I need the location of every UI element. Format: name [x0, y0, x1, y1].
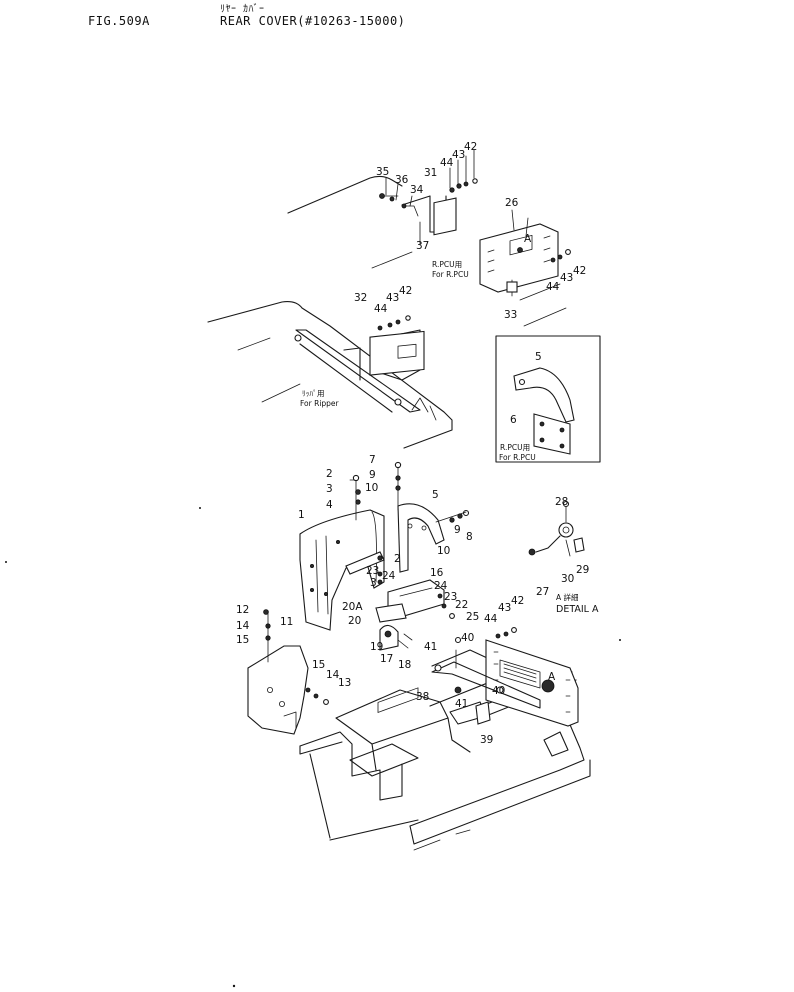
callout-41: 41 [424, 641, 437, 653]
callout-28: 28 [555, 496, 568, 508]
annotation-notes: R.PCU用 For R.PCU ﾘｯﾊﾟ用 For Ripper R.PCU用… [300, 233, 599, 683]
callout-40: 40 [492, 685, 505, 697]
title-japanese: ﾘﾔｰ ｶﾊﾞｰ [220, 4, 265, 15]
figure-label: FIG.509A [88, 14, 150, 28]
callout-24: 24 [434, 580, 448, 592]
callout-10: 10 [437, 545, 450, 557]
callout-23: 23 [366, 565, 379, 577]
callout-37: 37 [416, 240, 429, 252]
callout-29: 29 [576, 564, 589, 576]
ripper-bracket-group [207, 301, 453, 449]
callout-1: 1 [298, 509, 305, 521]
callout-8: 8 [466, 531, 473, 543]
note-rpcu-en-detail: For R.PCU [499, 453, 536, 462]
callout-30: 30 [561, 573, 574, 585]
note-ripper-jp: ﾘｯﾊﾟ用 [302, 389, 325, 398]
callout-41: 41 [455, 698, 468, 710]
callout-2: 2 [394, 553, 401, 565]
callout-34: 34 [410, 184, 424, 196]
callout-31: 31 [424, 167, 437, 179]
note-rpcu-jp-detail: R.PCU用 [500, 443, 530, 452]
callout-44: 44 [440, 157, 454, 169]
callout-7: 7 [369, 454, 376, 466]
callout-24: 24 [382, 570, 396, 582]
figure-title: REAR COVER(#10263-15000) [220, 14, 406, 28]
note-ripper-en: For Ripper [300, 399, 340, 408]
callout-35: 35 [376, 166, 389, 178]
callout-20: 20 [348, 615, 361, 627]
callout-5-detail: 5 [535, 351, 542, 363]
detail-a-group [528, 500, 585, 557]
callout-20A: 20A [342, 601, 363, 613]
callout-9: 9 [369, 469, 376, 481]
callout-42: 42 [464, 141, 477, 153]
callout-16: 16 [430, 567, 444, 579]
callout-42: 42 [399, 285, 412, 297]
callout-5: 5 [432, 489, 439, 501]
callout-22: 22 [455, 599, 468, 611]
callout-18: 18 [398, 659, 411, 671]
detail-box-rpcu [495, 335, 601, 463]
callout-43: 43 [560, 272, 573, 284]
callout-labels: 35 36 34 31 44 43 42 37 26 42 43 44 33 3… [236, 141, 589, 746]
callout-42: 42 [573, 265, 586, 277]
callout-39: 39 [480, 734, 493, 746]
fender-assembly [299, 461, 470, 631]
scan-specks [5, 506, 622, 988]
upper-cover-group [287, 149, 478, 269]
callout-33: 33 [504, 309, 517, 321]
marker-a-bottom: A [548, 671, 556, 683]
note-rpcu-en-top: For R.PCU [432, 270, 469, 279]
callout-14: 14 [326, 669, 340, 681]
callout-23: 23 [444, 591, 457, 603]
callout-44: 44 [546, 281, 560, 293]
callout-19: 19 [370, 641, 383, 653]
note-detail-en: DETAIL A [556, 604, 599, 615]
callout-4: 4 [326, 499, 333, 511]
callout-44: 44 [374, 303, 388, 315]
lower-rear-plate [431, 627, 579, 727]
callout-25: 25 [466, 611, 479, 623]
callout-9: 9 [454, 524, 461, 536]
callout-11: 11 [280, 616, 293, 628]
callout-10: 10 [365, 482, 378, 494]
callout-44: 44 [484, 613, 498, 625]
callout-40: 40 [461, 632, 474, 644]
side-panel [247, 609, 329, 735]
note-rpcu-jp-top: R.PCU用 [432, 260, 462, 269]
callout-38: 38 [416, 691, 429, 703]
middle-brackets [375, 555, 455, 651]
callout-3: 3 [326, 483, 333, 495]
callout-15: 15 [312, 659, 325, 671]
callout-43: 43 [452, 149, 465, 161]
note-detail-jp: A 詳細 [556, 592, 579, 602]
callout-43: 43 [386, 292, 399, 304]
callout-36: 36 [395, 174, 409, 186]
callout-2: 2 [326, 468, 333, 480]
rpcu-plate-top [479, 209, 571, 327]
callout-27: 27 [536, 586, 549, 598]
callout-14: 14 [236, 620, 250, 632]
callout-12: 12 [236, 604, 249, 616]
callout-43: 43 [498, 602, 511, 614]
callout-6-detail: 6 [510, 414, 517, 426]
callout-13: 13 [338, 677, 351, 689]
callout-17: 17 [380, 653, 393, 665]
callout-42: 42 [511, 595, 524, 607]
callout-32: 32 [354, 292, 367, 304]
marker-a-top: A [524, 233, 532, 245]
callout-26: 26 [505, 197, 519, 209]
callout-3: 3 [370, 577, 377, 589]
callout-15: 15 [236, 634, 249, 646]
